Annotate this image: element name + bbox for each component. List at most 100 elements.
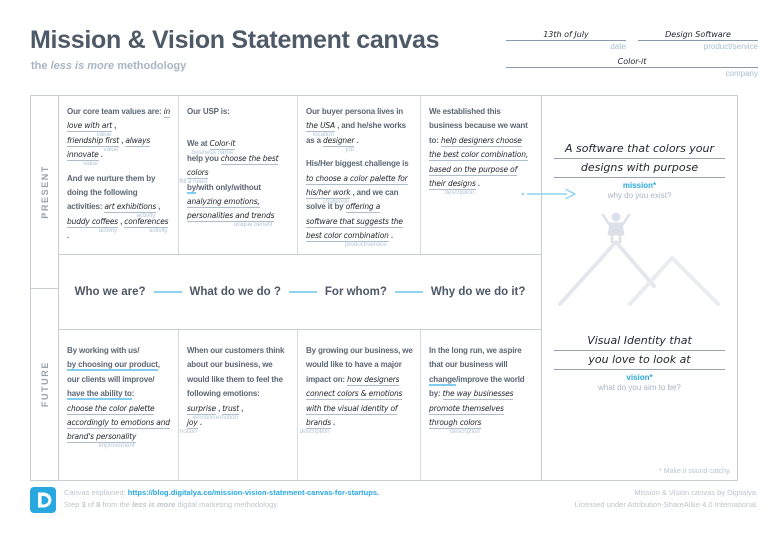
handwritten-blank: to choose a color palette for his/her wo… — [306, 173, 408, 205]
blank-caption: description — [450, 427, 480, 435]
blank-caption: value — [83, 160, 98, 168]
future-cell-client-improvement: By working with us/by choosing our produ… — [59, 330, 179, 480]
mission-line-2: designs with purpose — [553, 159, 726, 178]
canvas-explained-link[interactable]: https://blog.digitalya.co/mission-vision… — [127, 488, 380, 497]
mission-vision-column: A software that colors your designs with… — [541, 96, 737, 480]
mission-statement: A software that colors your designs with… — [553, 140, 726, 200]
vision-line-1: Visual Identity that — [553, 332, 726, 351]
footer-credits: Mission & Vision canvas by Digitalya. Li… — [575, 487, 758, 511]
blank-caption: description — [444, 188, 475, 196]
handwritten-value: buddy coffees — [67, 216, 119, 228]
step-mid: from the — [100, 500, 132, 509]
future-cell-change-world: In the long run, we aspire that our busi… — [421, 330, 541, 480]
credit-line-2: Licensed under Attribution-ShareAlike 4.… — [574, 500, 758, 509]
connector-line — [153, 291, 182, 293]
footer: Canvas explained: https://blog.digitalya… — [30, 487, 758, 513]
printed-text: , — [118, 216, 125, 226]
connector-line — [288, 291, 317, 293]
printed-text: We established this business because we … — [429, 107, 528, 145]
printed-text: , — [239, 403, 244, 413]
printed-text: , and we can solve it by — [306, 187, 399, 212]
paragraph-gap — [187, 119, 290, 128]
blank-caption: activity — [148, 226, 168, 234]
handwritten-value: to choose a color palette for his/her wo… — [306, 173, 408, 199]
handwritten-value: always innovate — [67, 135, 151, 162]
blue-underlined-text: by — [187, 182, 197, 194]
blank-caption: business name — [191, 149, 234, 157]
handwritten-value: conferences — [124, 216, 169, 228]
blank-caption: challenge — [322, 197, 350, 205]
printed-text: Our core team values are: — [67, 107, 164, 116]
handwritten-value: surprise — [187, 403, 216, 415]
mountain-climber-illustration — [557, 212, 720, 306]
blank-caption: emotion — [215, 413, 239, 421]
present-label: PRESENT — [39, 164, 50, 219]
printed-text: help you — [187, 153, 221, 163]
printed-text: . — [388, 231, 393, 241]
product-service-label: product/service — [703, 42, 758, 51]
handwritten-value: in love with art — [67, 107, 171, 133]
product-service-value: Design Software — [638, 30, 758, 41]
future-strip-cell: FUTURE — [31, 289, 58, 481]
printed-text: . — [197, 417, 202, 427]
mission-label: mission* — [622, 181, 657, 190]
handwritten-blank: choose the best colorsfulfill a need — [179, 153, 279, 185]
vision-hint: what do you aim to be? — [598, 383, 681, 392]
printed-text: . — [354, 135, 359, 145]
printed-text: , — [156, 202, 161, 212]
printed-text: We at — [187, 139, 210, 149]
date-label: date — [610, 42, 626, 51]
printed-text: , — [119, 135, 126, 145]
blank-caption: location — [312, 131, 334, 139]
handwritten-value: friendship first — [67, 135, 120, 147]
question-what-do-we-do: What do we do ? — [189, 286, 281, 298]
printed-text: And we nurture them by doing the followi… — [67, 173, 156, 212]
blank-caption: job — [345, 145, 355, 153]
subtitle-suffix: methodology — [114, 60, 187, 72]
handwritten-value: designer — [323, 135, 355, 147]
handwritten-blank: help designers choose the best color com… — [429, 135, 529, 196]
blank-caption: fulfill a need — [179, 178, 207, 186]
vision-label: vision* — [626, 373, 653, 382]
blue-underlined-text: have the ability to — [67, 389, 132, 401]
handwritten-value: help designers choose the best color com… — [429, 135, 529, 190]
handwritten-blank: the way businesses promote themselves th… — [429, 389, 514, 435]
questions-band: Who we are? What do we do ? For whom? Wh… — [59, 254, 541, 330]
date-value: 13th of July — [506, 30, 626, 41]
credit-line-1: Mission & Vision canvas by Digitalya. — [634, 488, 758, 497]
date-field: 13th of July date — [506, 30, 626, 51]
handwritten-value: the way businesses promote themselves th… — [429, 389, 514, 429]
printed-text: , — [216, 403, 223, 413]
blank-caption: value — [103, 145, 119, 153]
present-strip-cell: PRESENT — [31, 96, 58, 289]
printed-text: Our USP is: — [187, 107, 230, 116]
printed-text: : — [131, 389, 135, 399]
handwritten-blank: the USAlocation — [306, 121, 335, 138]
handwritten-value: choose the color palette accordingly to … — [67, 403, 170, 444]
blank-caption: activity — [98, 226, 118, 234]
blank-caption: product/service — [344, 241, 387, 249]
handwritten-blank: always innovatevalue — [67, 135, 151, 167]
paragraph-gap — [187, 128, 290, 137]
question-who-we-are: Who we are? — [74, 286, 146, 298]
company-field: Color-it company — [506, 57, 758, 78]
handwritten-value: choose the best colors — [187, 153, 279, 180]
footer-explained-label: Canvas explained: — [64, 488, 128, 497]
company-label: company — [725, 69, 758, 78]
paragraph-gap — [306, 148, 413, 157]
connector-line — [394, 291, 423, 293]
blank-caption: emotion — [179, 427, 197, 435]
printed-text: In the long run, we aspire that our busi… — [429, 346, 522, 370]
blank-caption: unique benefit — [233, 221, 273, 229]
vision-line-2: you love to look at — [553, 351, 726, 370]
company-value: Color-it — [506, 57, 758, 68]
mission-hint: why do you exist? — [607, 191, 672, 200]
printed-text: our clients will improve/ — [67, 374, 155, 384]
future-cell-emotions: When our customers think about our busin… — [179, 330, 298, 480]
printed-text: When our customers think about our busin… — [187, 346, 285, 399]
present-cell-buyer-persona: Our buyer persona lives in the USAlocati… — [298, 96, 421, 254]
climber-icon — [601, 212, 630, 244]
handwritten-blank: how designers connect colors & emotions … — [300, 374, 402, 435]
